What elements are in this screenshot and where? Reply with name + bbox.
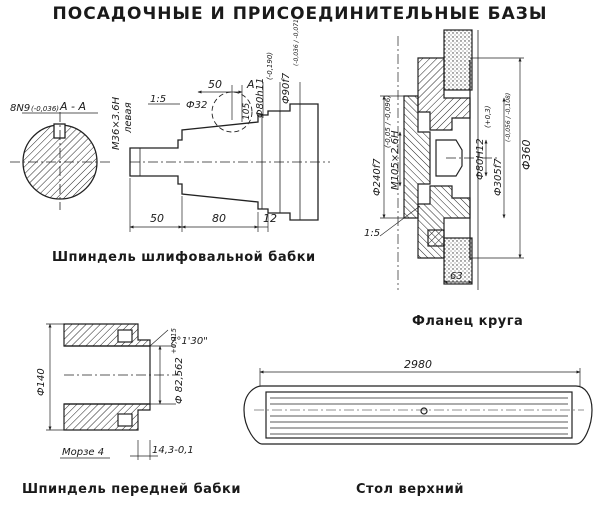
table-length: 2980 bbox=[404, 358, 432, 371]
flange-d305-tolerance: (-0,056 / -0,108) bbox=[505, 93, 512, 142]
caption-upper-table: Стол верхний bbox=[356, 482, 464, 497]
view-a-label: A bbox=[246, 78, 255, 91]
d80-label: Ф80h11 bbox=[255, 78, 266, 118]
wheel-flange-labels: Ф240f7 (-0,05 / -0,096) M105×2.6Н Ф80Н12… bbox=[364, 93, 533, 282]
front-angle: 7°1'30" bbox=[170, 336, 208, 347]
wheel-flange-drawing bbox=[379, 29, 524, 290]
dim-50-top: 50 bbox=[208, 78, 222, 91]
taper-label: 1:5 bbox=[150, 94, 166, 105]
flange-d240-tolerance: (-0,05 / -0,096) bbox=[384, 95, 392, 148]
caption-grinding-spindle: Шпиндель шлифовальной бабки bbox=[52, 250, 316, 265]
detail-circle-a bbox=[211, 91, 253, 133]
front-spindle-labels: 7°1'30" Ф140 Ф 82,562 +0,015 Морзе 4 14,… bbox=[36, 328, 208, 458]
d80-tolerance: (-0,190) bbox=[266, 52, 274, 80]
grinding-spindle-drawing bbox=[10, 82, 330, 232]
key-slot-label: 8N9 bbox=[10, 103, 30, 114]
front-dim-14: 14,3-0,1 bbox=[152, 445, 194, 456]
caption-wheel-flange: Фланец круга bbox=[412, 314, 524, 329]
taper-diameter: Ф32 bbox=[186, 100, 207, 111]
key-slot-tolerance: (-0,036) bbox=[31, 105, 59, 113]
front-morse: Морзе 4 bbox=[62, 447, 104, 458]
front-d82: Ф 82,562 bbox=[174, 357, 185, 404]
flange-d80: Ф80Н12 bbox=[475, 138, 486, 180]
upper-table-labels: 2980 bbox=[404, 358, 432, 371]
d90-tolerance: (-0,036 / -0,071) bbox=[293, 17, 300, 66]
caption-front-spindle: Шпиндель передней бабки bbox=[22, 482, 241, 497]
upper-table-drawing bbox=[243, 368, 593, 445]
flange-d240: Ф240f7 bbox=[372, 158, 383, 196]
flange-d360: Ф360 bbox=[520, 140, 533, 170]
flange-thread: M105×2.6Н bbox=[390, 130, 401, 190]
flange-dim-63: 63 bbox=[450, 271, 463, 282]
grinding-spindle-labels: А - А 8N9 (-0,036) M36×3.6Н левая 1:5 Ф3… bbox=[10, 17, 300, 225]
section-label: А - А bbox=[59, 100, 86, 113]
d90-label: Ф90f7 bbox=[281, 72, 292, 104]
front-d140: Ф140 bbox=[36, 368, 47, 396]
flange-d305: Ф305f7 bbox=[493, 158, 504, 196]
page-title: ПОСАДОЧНЫЕ И ПРИСОЕДИНИТЕЛЬНЫЕ БАЗЫ bbox=[52, 4, 548, 24]
key-slot bbox=[53, 123, 66, 139]
dim-80: 80 bbox=[212, 212, 226, 225]
dim-105: 105 bbox=[242, 103, 252, 120]
center-hole bbox=[420, 407, 428, 415]
thread-label: M36×3.6Н bbox=[111, 96, 122, 150]
dim-50-bottom: 50 bbox=[150, 212, 164, 225]
front-spindle-drawing bbox=[46, 323, 180, 460]
flange-taper: 1:5 bbox=[364, 228, 380, 239]
dim-12: 12 bbox=[263, 212, 277, 225]
thread-note: левая bbox=[123, 102, 134, 134]
front-d82-tolerance: +0,015 bbox=[170, 328, 178, 354]
flange-d80-tolerance: (+0,3) bbox=[484, 105, 492, 128]
